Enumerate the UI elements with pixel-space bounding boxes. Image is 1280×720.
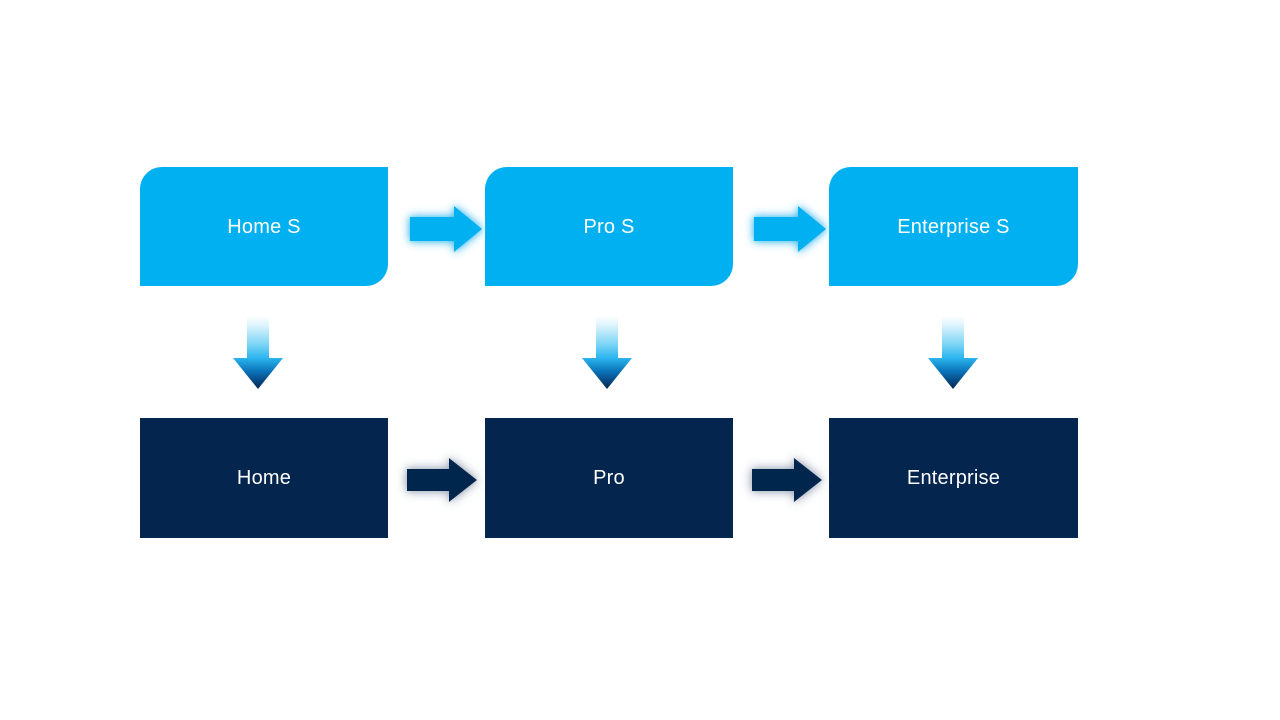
node-home-s-label: Home S [227, 215, 301, 238]
node-enterprise-label: Enterprise [906, 467, 1001, 489]
node-home-label: Home [236, 467, 292, 489]
arrow-right-icon [752, 458, 822, 502]
node-enterprise-s-label: Enterprise S [897, 215, 1010, 238]
arrow-down-icon [582, 316, 632, 389]
node-pro[interactable]: Pro [485, 418, 733, 538]
node-enterprise[interactable]: Enterprise [829, 418, 1078, 538]
arrow-down-icon [928, 316, 978, 389]
arrow-down-icon [233, 316, 283, 389]
node-enterprise-s[interactable]: Enterprise S [829, 167, 1078, 286]
connector-pro-to-enterprise [743, 450, 831, 510]
node-home[interactable]: Home [140, 418, 388, 538]
arrow-right-icon [754, 206, 826, 252]
connector-home-to-pro [398, 450, 486, 510]
node-pro-s[interactable]: Pro S [485, 167, 733, 286]
node-home-s[interactable]: Home S [140, 167, 388, 286]
connector-pro-s-to-pro [579, 313, 635, 393]
connector-pro-s-to-enterprise-s [746, 199, 834, 259]
node-pro-label: Pro [593, 467, 625, 489]
connector-home-s-to-pro-s [402, 199, 490, 259]
arrow-right-icon [407, 458, 477, 502]
node-pro-s-label: Pro S [583, 215, 635, 238]
connector-home-s-to-home [230, 313, 286, 393]
connector-enterprise-s-to-enterprise [925, 313, 981, 393]
arrow-right-icon [410, 206, 482, 252]
